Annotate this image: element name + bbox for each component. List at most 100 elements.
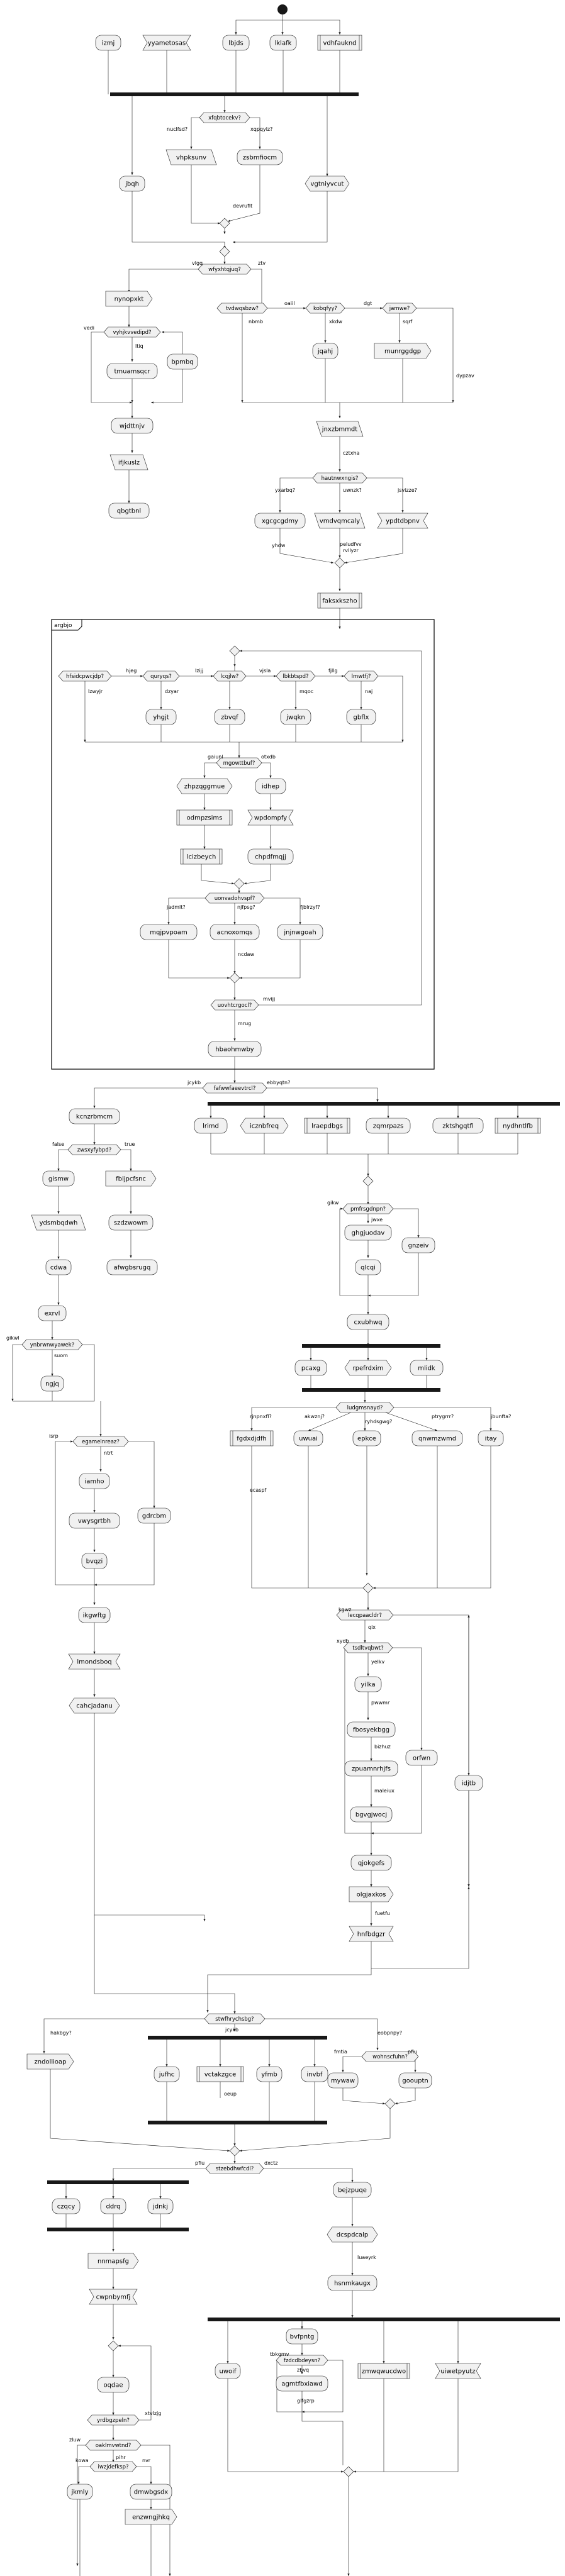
edge-label: gikw	[327, 1200, 339, 1206]
node-bvqzi: bvqzi	[81, 1553, 108, 1569]
decision-label: vyhjkvvedipd?	[113, 330, 151, 336]
node-uiwetpyutz: uiwetpyutz	[435, 2363, 481, 2379]
node-gnzeiv: gnzeiv	[401, 1237, 435, 1253]
flow-edge	[118, 2345, 152, 2421]
node-orfwn: orfwn	[405, 1750, 438, 1766]
node-cxubhwq: cxubhwq	[347, 1314, 389, 1330]
edge-label: gaiunl	[208, 754, 223, 760]
merge-diamond	[108, 2340, 119, 2351]
decision-label: yrdbgzpeln?	[97, 2418, 130, 2424]
decision-jamwe: jamwe?	[382, 303, 417, 314]
node-ddrq: ddrq	[100, 2198, 126, 2214]
flow-edge	[227, 2379, 344, 2473]
node-label: ngjq	[45, 1381, 59, 1388]
edge-label: jwxe	[371, 1217, 383, 1223]
node-munrggdgp: munrggdgp	[374, 343, 432, 359]
decision-lecqpaacldr: lecqpaacldr?	[336, 1609, 394, 1621]
decision-label: hautnwxngis?	[322, 475, 359, 482]
node-label: ypdtdbpnv	[386, 518, 420, 525]
node-label: zsbmfiocm	[243, 155, 277, 162]
decision-uonvadohvspf: uonvadohvspf?	[204, 892, 265, 904]
edge-label: dxctz	[264, 2160, 277, 2166]
flow-edge	[301, 2412, 344, 2465]
flow-edge	[378, 675, 404, 742]
node-zsbmfiocm: zsbmfiocm	[237, 149, 283, 165]
node-label: zmwqwucdwo	[362, 2368, 406, 2375]
edge-label: rjnpnxfl?	[250, 1414, 272, 1419]
edge-label: isrp	[49, 1433, 59, 1439]
merge-diamond	[229, 645, 240, 657]
flow-edge	[203, 762, 216, 778]
edge-label: mvijj	[263, 996, 275, 1002]
node-label: jufhc	[159, 2072, 174, 2079]
node-label: qnwmzwmd	[418, 1436, 456, 1443]
node-tmuamsqcr: tmuamsqcr	[106, 363, 158, 379]
flow-edge	[128, 1441, 155, 1508]
node-label: ydsmbqdwh	[40, 1220, 78, 1227]
node-label: oqdae	[103, 2382, 123, 2389]
start-node	[277, 4, 288, 14]
flow-edge	[191, 165, 220, 225]
flow-edge	[308, 1411, 353, 1431]
decision-ynbrwnwyawek: ynbrwnwyawek?	[21, 1339, 83, 1350]
node-jkmly: jkmly	[67, 2484, 93, 2500]
node-zhpzqggmue: zhpzqggmue	[176, 778, 233, 794]
flow-edge	[282, 19, 341, 35]
node-acnoxomqs: acnoxomqs	[210, 924, 260, 940]
edge-label: dypzav	[456, 373, 474, 379]
node-label: nydhntlfb	[503, 1123, 533, 1130]
node-zbvqf: zbvqf	[214, 709, 245, 725]
edge-label: jsvizze?	[397, 487, 417, 493]
flow-edge	[76, 2445, 86, 2566]
node-label: mlidk	[418, 1365, 435, 1372]
edge-label: xydb	[337, 1638, 349, 1644]
edge-label: true	[125, 1141, 135, 1147]
flow-edge	[339, 1208, 369, 1296]
node-ypdtdbpnv: ypdtdbpnv	[377, 513, 428, 529]
node-wpdompfy: wpdompfy	[247, 809, 294, 826]
node-label: lraepdbgs	[311, 1123, 343, 1130]
node-bgvgjwocj: bgvgjwocj	[350, 1806, 393, 1823]
edge-label: devrufit	[233, 203, 252, 209]
node-label: invbf	[307, 2072, 323, 2079]
node-ghgjuodav: ghgjuodav	[344, 1224, 392, 1241]
node-qlcqi: qlcqi	[355, 1259, 381, 1275]
edge-label: ztv	[258, 260, 266, 266]
node-wjdttnjv: wjdttnjv	[111, 418, 154, 434]
flow-edge	[373, 1446, 491, 1589]
edge-label: pfiu	[408, 2049, 417, 2055]
flow-edge	[128, 269, 198, 292]
flow-edge	[279, 477, 313, 513]
node-label: lcizbeych	[187, 854, 216, 861]
flow-edge	[251, 269, 263, 308]
edge-label: otxdb	[261, 754, 276, 760]
edge-label: maleiux	[374, 1788, 394, 1794]
node-mywaw: mywaw	[327, 2072, 359, 2089]
edge-label: peludfvv	[340, 541, 362, 547]
node-label: yyametosas	[148, 40, 186, 47]
node-qjokgefs: qjokgefs	[350, 1855, 392, 1871]
node-label: ikgwftg	[83, 1613, 106, 1619]
flow-edge	[168, 940, 230, 979]
node-label: vmdvqmcaly	[320, 518, 360, 525]
node-bejzpuqe: bejzpuqe	[333, 2182, 372, 2198]
decision-label: egamelnreaz?	[82, 1439, 120, 1445]
flow-edge	[227, 165, 260, 222]
node-label: hnfbdgzr	[357, 1931, 386, 1938]
flow-edge	[50, 2069, 230, 2152]
flow-edge	[342, 2088, 386, 2105]
flow-edge	[55, 1440, 95, 1585]
node-lrimd: lrimd	[194, 1118, 228, 1134]
edge-label: glfgzrp	[297, 2398, 315, 2404]
decision-wfyxhtqjuq: wfyxhtqjuq?	[198, 264, 252, 275]
flow-edge	[112, 2168, 206, 2181]
edge-label: akwznj?	[305, 1414, 325, 1419]
edge-label: rvllyzr	[343, 548, 359, 553]
edge-label: ntrt	[104, 1450, 113, 1456]
flow-edge	[250, 1407, 336, 1431]
node-label: jkmly	[70, 2489, 88, 2496]
node-dcspdcalp: dcspdcalp	[327, 2226, 378, 2243]
node-label: zbvqf	[221, 714, 238, 721]
decision-zwsxyfybpd: zwsxyfybpd?	[67, 1144, 121, 1155]
node-label: wpdompfy	[254, 815, 287, 822]
